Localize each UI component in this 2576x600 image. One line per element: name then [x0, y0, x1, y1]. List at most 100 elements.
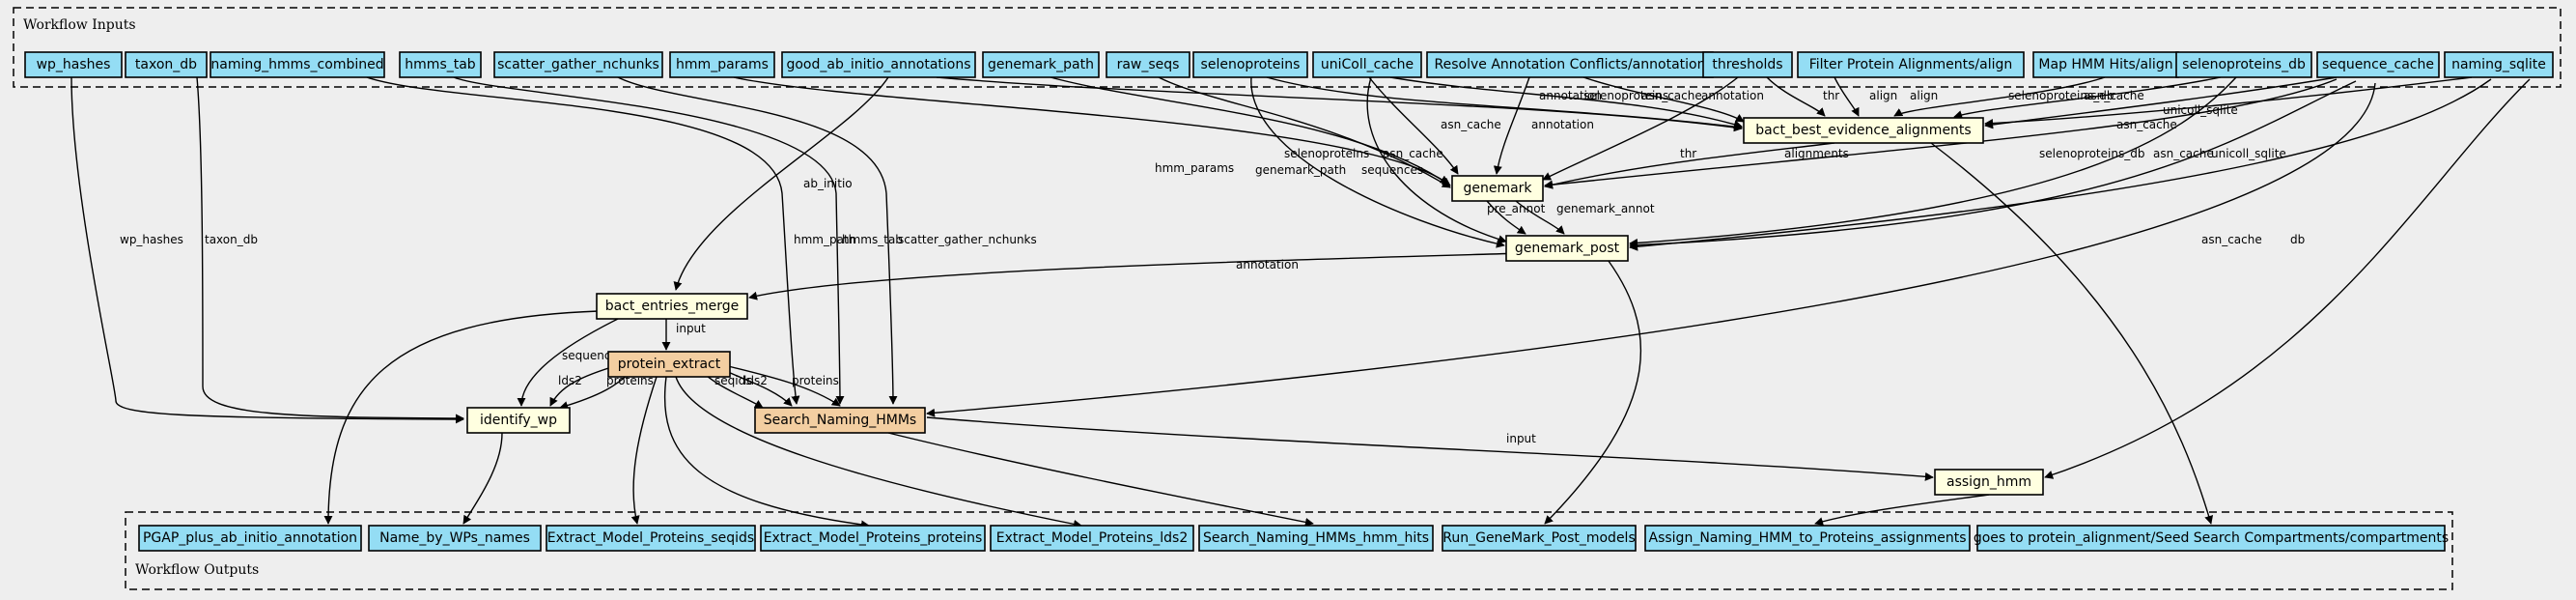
- node-genemark_post[interactable]: genemark_post: [1505, 235, 1629, 262]
- node-selenoproteins[interactable]: selenoproteins: [1192, 51, 1308, 78]
- node-out_seqids[interactable]: Extract_Model_Proteins_seqids: [546, 525, 756, 552]
- node-layer: wp_hashes taxon_db naming_hmms_combined hmm…: [24, 51, 2554, 552]
- node-map_hmm[interactable]: Map HMM Hits/align: [2032, 51, 2179, 78]
- node-genemark[interactable]: genemark: [1451, 175, 1544, 202]
- edge-genemark_post-to-out_genemark_models: [1544, 252, 1642, 525]
- node-selenoproteins_db[interactable]: selenoproteins_db: [2175, 51, 2312, 78]
- node-box: [466, 407, 571, 434]
- edge-filter_protein-to-bact_best: align: [1834, 76, 1897, 117]
- edge-label: align: [1869, 89, 1897, 102]
- node-box: [607, 351, 731, 378]
- node-label: taxon_db: [135, 57, 197, 72]
- node-protein_extract[interactable]: protein_extract: [607, 351, 731, 378]
- node-thresholds[interactable]: thresholds: [1702, 51, 1793, 78]
- node-label: Search_Naming_HMMs: [764, 413, 916, 428]
- node-uniColl_cache[interactable]: uniColl_cache: [1312, 51, 1422, 78]
- node-out_genemark_models[interactable]: Run_GeneMark_Post_models: [1442, 525, 1637, 552]
- edge-path: [926, 416, 1934, 481]
- node-box: [669, 51, 775, 78]
- node-resolve_conflicts[interactable]: Resolve Annotation Conflicts/annotation: [1426, 51, 1714, 78]
- node-out_pgap[interactable]: PGAP_plus_ab_initio_annotation: [138, 525, 362, 552]
- node-box: [1198, 525, 1434, 552]
- node-out_hmm_hits[interactable]: Search_Naming_HMMs_hmm_hits: [1198, 525, 1434, 552]
- node-hmms_tab[interactable]: hmms_tab: [399, 51, 482, 78]
- node-good_ab_initio_annotations[interactable]: good_ab_initio_annotations: [781, 51, 976, 78]
- edge-uniColl_cache-to-bact_best: asn_cache: [1389, 76, 1743, 129]
- node-filter_protein[interactable]: Filter Protein Alignments/align: [1797, 51, 2025, 78]
- edge-thresholds-to-genemark: thr: [1542, 76, 1739, 181]
- edge-path: [887, 432, 1314, 527]
- node-box: [1505, 235, 1629, 262]
- node-bact_best[interactable]: bact_best_evidence_alignments: [1743, 117, 1984, 144]
- node-identify_wp[interactable]: identify_wp: [466, 407, 571, 434]
- edge-label: input: [1506, 432, 1536, 445]
- edge-path: [1368, 76, 1459, 175]
- edge-naming_sqlite-to-assign_hmm: db: [2044, 78, 2531, 479]
- edge-protein_extract-to-out_lds2: [675, 376, 1082, 529]
- edge-genemark-to-genemark_post: genemark_annot: [1515, 200, 1655, 235]
- edge-path: [748, 252, 1526, 300]
- edge-label: asn_cache: [1441, 118, 1501, 131]
- node-out_name_wp[interactable]: Name_by_WPs_names: [368, 525, 542, 552]
- node-label: uniColl_cache: [1321, 57, 1414, 72]
- node-label: PGAP_plus_ab_initio_annotation: [143, 530, 357, 546]
- node-out_assign[interactable]: Assign_Naming_HMM_to_Proteins_assignment…: [1644, 525, 1971, 552]
- edge-label: unicoll_sqlite: [2211, 147, 2286, 160]
- edge-assign_hmm-to-out_assign: [1814, 494, 1990, 526]
- edge-path: [1266, 76, 1743, 131]
- node-label: Map HMM Hits/align: [2038, 57, 2172, 72]
- node-assign_hmm[interactable]: assign_hmm: [1934, 469, 2044, 496]
- edge-label: ab_initio: [803, 177, 853, 190]
- node-label: goes to protein_alignment/Seed Search Co…: [1974, 530, 2449, 546]
- node-box: [1312, 51, 1422, 78]
- edge-taxon_db-to-identify_wp: taxon_db: [196, 76, 464, 423]
- node-out_proteins[interactable]: Extract_Model_Proteins_proteins: [760, 525, 986, 552]
- node-bact_entries_merge[interactable]: bact_entries_merge: [596, 293, 748, 320]
- node-box: [125, 51, 208, 78]
- edge-label: asn_cache: [2201, 233, 2262, 246]
- node-box: [1702, 51, 1793, 78]
- edge-label: selenoproteins: [1284, 147, 1369, 160]
- edge-label: selenoproteins_db: [2039, 147, 2144, 160]
- node-label: naming_hmms_combined: [210, 57, 383, 72]
- node-label: selenoproteins_db: [2182, 57, 2306, 72]
- edge-label: genemark_annot: [1556, 202, 1655, 215]
- node-search_naming[interactable]: Search_Naming_HMMs: [754, 407, 926, 434]
- node-box: [1934, 469, 2044, 496]
- edge-protein_extract-to-search_naming: proteins: [723, 364, 841, 407]
- edge-label: asn_cache: [2153, 147, 2214, 160]
- node-scatter_gather_nchunks[interactable]: scatter_gather_nchunks: [493, 51, 663, 78]
- node-label: Name_by_WPs_names: [379, 530, 530, 546]
- node-naming_hmms_combined[interactable]: naming_hmms_combined: [210, 51, 385, 78]
- node-label: sequence_cache: [2322, 57, 2434, 72]
- edge-path: [1366, 76, 1507, 243]
- node-label: Extract_Model_Proteins_seqids: [547, 530, 754, 546]
- edge-label: align: [1910, 89, 1938, 102]
- node-taxon_db[interactable]: taxon_db: [125, 51, 208, 78]
- node-label: thresholds: [1712, 57, 1782, 72]
- edge-selenoproteins-to-bact_best: selenoproteins: [1266, 76, 1743, 131]
- node-hmm_params[interactable]: hmm_params: [669, 51, 775, 78]
- node-box: [2032, 51, 2179, 78]
- edge-bact_entries_merge-to-protein_extract: input: [661, 318, 706, 351]
- node-out_lds2[interactable]: Extract_Model_Proteins_lds2: [990, 525, 1194, 552]
- node-genemark_path[interactable]: genemark_path: [982, 51, 1100, 78]
- node-wp_hashes[interactable]: wp_hashes: [24, 51, 123, 78]
- edge-selenoproteins-to-genemark_post: selenoproteins: [1250, 76, 1505, 248]
- node-out_compartments[interactable]: goes to protein_alignment/Seed Search Co…: [1974, 525, 2449, 552]
- edge-path: [1834, 76, 1860, 117]
- node-label: hmms_tab: [405, 57, 476, 72]
- edge-protein_extract-to-identify_wp: lds2: [549, 364, 619, 407]
- edge-sequence_cache-to-search_naming: asn_cache: [926, 82, 2376, 417]
- node-sequence_cache[interactable]: sequence_cache: [2316, 51, 2440, 78]
- edge-protein_extract-to-out_proteins: [663, 376, 870, 529]
- edge-path: [663, 376, 870, 529]
- edge-good_ab_initio_annotations-to-bact_entries_merge: ab_initio: [673, 76, 889, 291]
- node-naming_sqlite[interactable]: naming_sqlite: [2444, 51, 2554, 78]
- edge-path: [1953, 76, 2222, 119]
- node-raw_seqs[interactable]: raw_seqs: [1106, 51, 1190, 78]
- edge-path: [1544, 142, 1835, 189]
- node-box: [368, 525, 542, 552]
- edge-label: db: [2290, 233, 2305, 246]
